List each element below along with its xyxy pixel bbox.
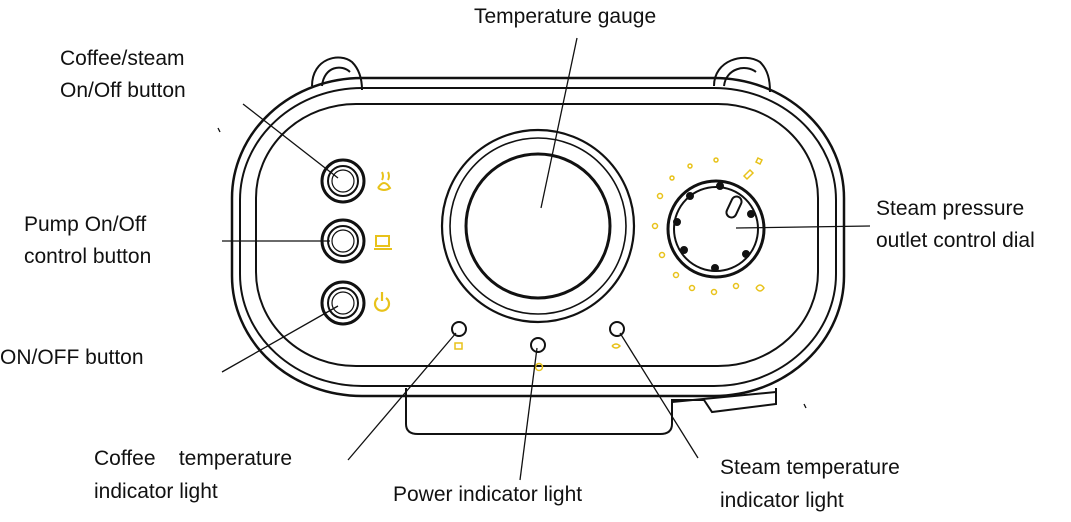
leader-coffee-temp-light (347, 332, 457, 461)
label-on-off-button: ON/OFF button (0, 346, 144, 369)
leader-temperature-gauge (540, 37, 578, 209)
indicator-light-icons (454, 342, 622, 372)
dial-scale-markings (651, 156, 765, 296)
steam-temperature-indicator-light (609, 321, 625, 337)
coffee-steam-icon (377, 171, 392, 191)
label-temperature-gauge: Temperature gauge (474, 5, 657, 28)
coffee-cup-icon (374, 235, 392, 250)
label-coffee-steam-button-line1: Coffee/steam (60, 47, 185, 70)
label-steam-temp-light-line1: Steam temperature (720, 456, 900, 479)
base-foot (405, 388, 777, 435)
right-handle (713, 57, 771, 93)
label-coffee-temp-light-line2: indicator light (94, 480, 218, 503)
label-coffee-temp-light-line1: Coffee temperature (94, 447, 293, 470)
label-power-light: Power indicator light (393, 483, 583, 506)
leader-steam-dial (735, 225, 871, 229)
label-steam-dial-line2: outlet control dial (876, 229, 1035, 252)
main-on-off-button (320, 280, 366, 326)
temperature-gauge (440, 128, 636, 324)
label-pump-button-line1: Pump On/Off (24, 213, 147, 236)
label-coffee-steam-button-line2: On/Off button (60, 79, 186, 102)
leader-lines (217, 37, 871, 481)
power-icon (373, 292, 391, 312)
panel-face (255, 103, 819, 367)
power-indicator-light (530, 337, 546, 353)
label-steam-temp-light-line2: indicator light (720, 489, 844, 512)
label-steam-dial-line1: Steam pressure (876, 197, 1025, 220)
steam-pressure-dial (666, 179, 766, 279)
leader-steam-temp-light (619, 332, 699, 459)
panel-outer-ring (239, 87, 837, 387)
left-handle (311, 56, 363, 91)
leader-on-off-button (221, 305, 339, 373)
panel-outer-body (230, 76, 846, 398)
leader-power-light (519, 347, 538, 481)
coffee-steam-on-off-button (320, 158, 366, 204)
leader-coffee-steam-button (242, 103, 339, 179)
coffee-temperature-indicator-light (451, 321, 467, 337)
label-pump-button-line2: control button (24, 245, 152, 268)
